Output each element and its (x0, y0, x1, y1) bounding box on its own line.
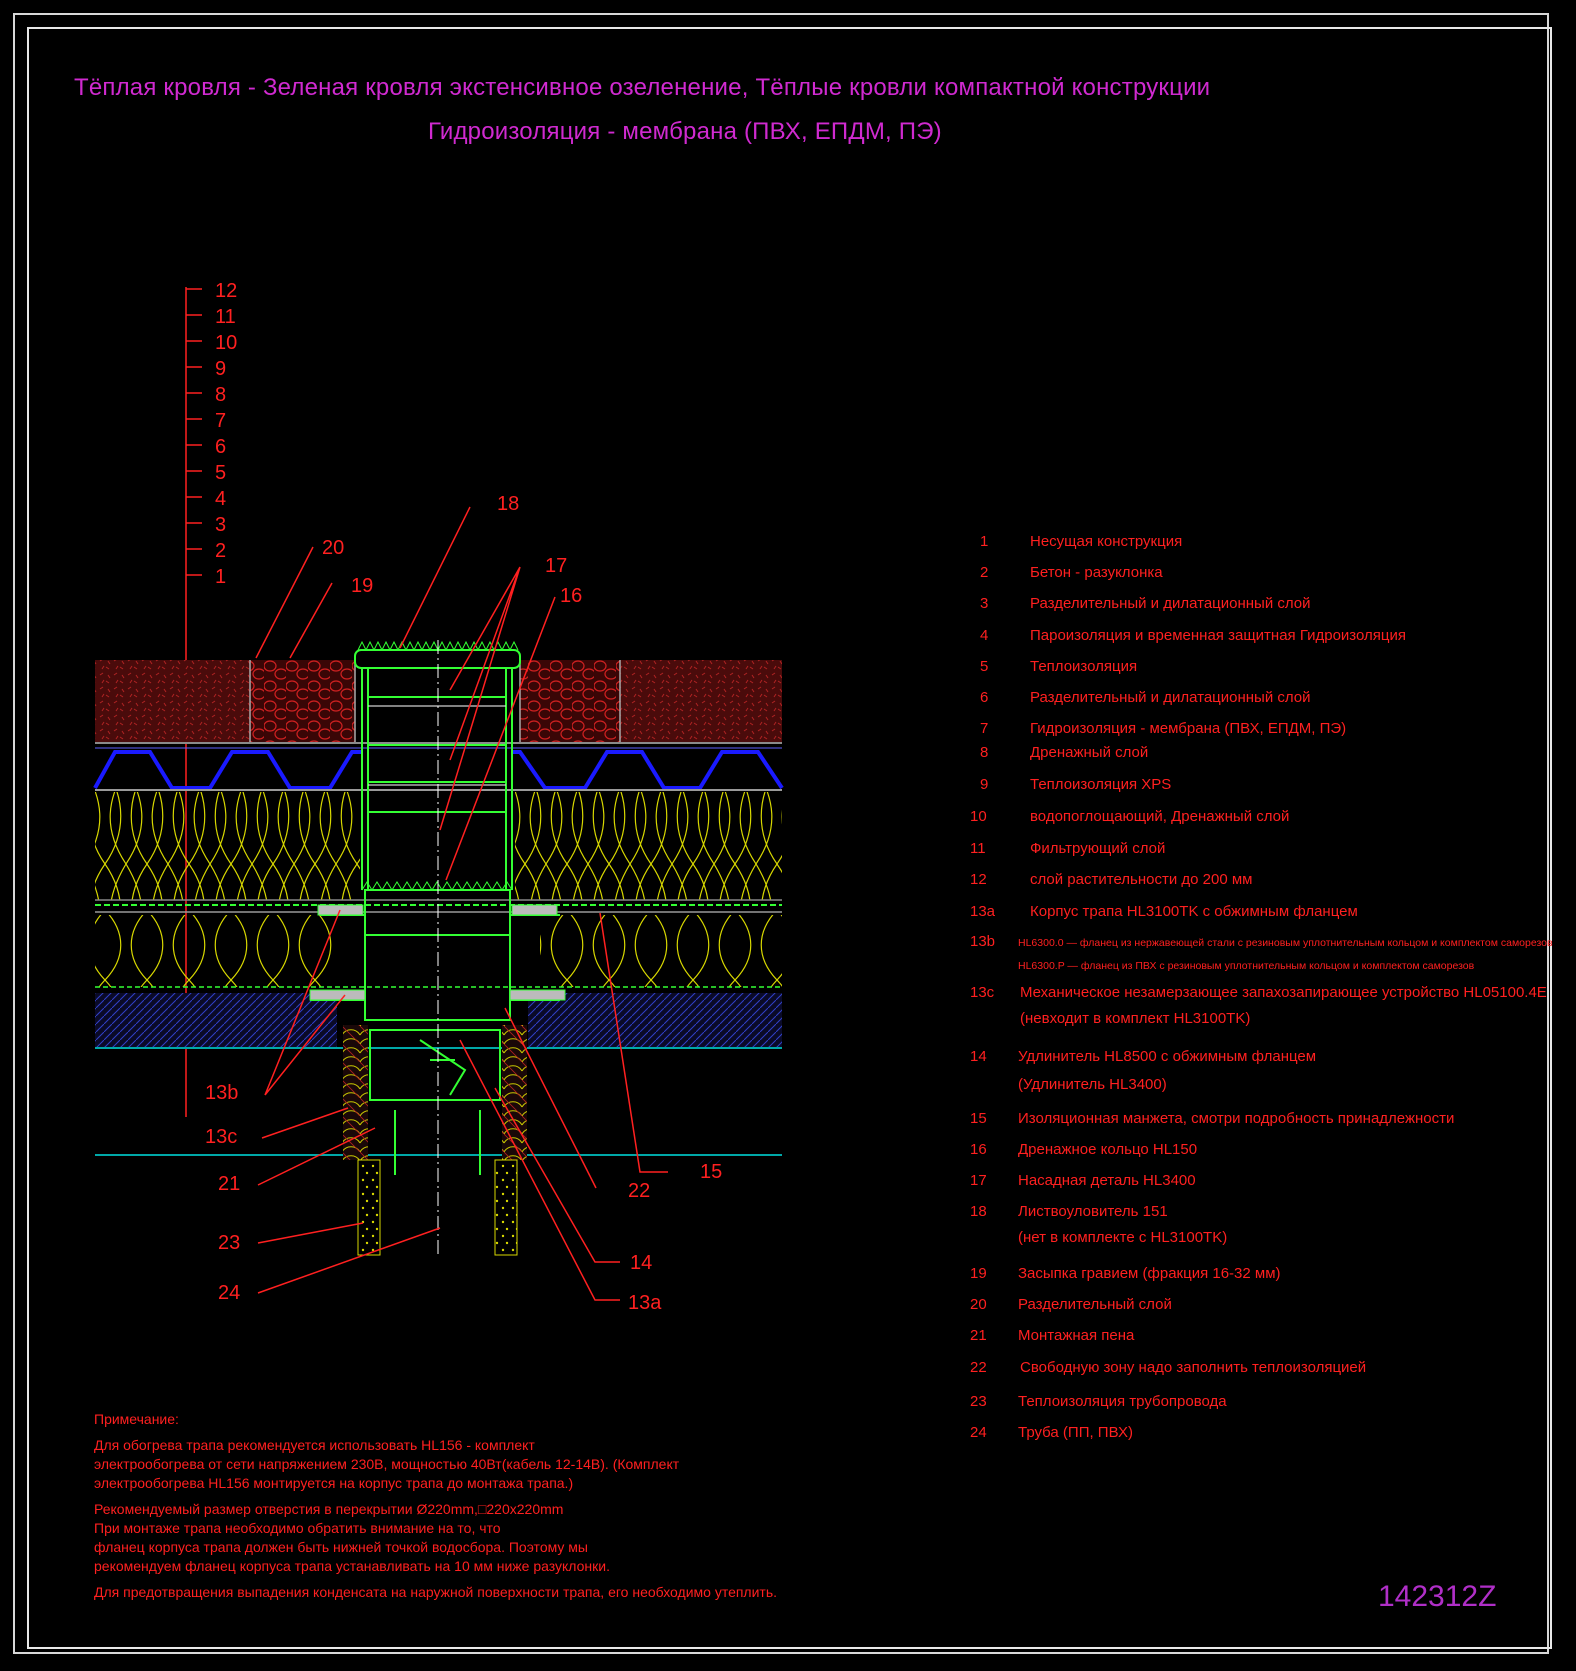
callout-13c: 13c (205, 1126, 238, 1148)
note-line: фланец корпуса трапа должен быть нижней … (94, 1539, 588, 1555)
drawing-title: Тёплая кровля - Зеленая кровля экстенсив… (74, 74, 1211, 101)
callout-leaders (255, 506, 668, 1301)
note-line: Рекомендуемый размер отверстия в перекры… (94, 1501, 564, 1517)
callout-13b: 13b (205, 1082, 239, 1104)
callout-19: 19 (351, 575, 374, 597)
layer-axis-ticks (186, 288, 202, 576)
layer-label-3: 3 (215, 514, 226, 536)
layer-label-8: 8 (215, 384, 226, 406)
pipe-insulation-left (357, 1159, 381, 1256)
callout-22: 22 (628, 1180, 651, 1202)
drawing-code: 142312Z (1378, 1580, 1497, 1613)
vegetation-layer-left (95, 660, 250, 743)
callout-23: 23 (218, 1232, 241, 1254)
pipe-insulation-right (494, 1159, 518, 1256)
concrete-slope-right (528, 993, 782, 1048)
insulation-lower-right (540, 915, 782, 987)
note-line: Для предотвращения выпадения конденсата … (94, 1584, 778, 1600)
callout-24: 24 (218, 1282, 241, 1304)
layer-label-12: 12 (215, 280, 237, 302)
outer-frame (13, 13, 1549, 1654)
drain-flanges (309, 904, 566, 1001)
callout-13a: 13a (628, 1292, 662, 1314)
layer-label-9: 9 (215, 358, 226, 380)
insulation-lower-left (95, 915, 335, 987)
callout-21: 21 (218, 1173, 241, 1195)
drainage-layer (93, 750, 784, 790)
callout-18: 18 (497, 493, 520, 515)
drawing-subtitle: Гидроизоляция - мембрана (ПВХ, ЕПДМ, ПЭ) (428, 118, 942, 145)
note-line: При монтаже трапа необходимо обратить вн… (94, 1520, 501, 1536)
notes-heading: Примечание: (94, 1411, 179, 1427)
callout-17: 17 (545, 555, 568, 577)
layer-label-5: 5 (215, 462, 226, 484)
mounting-foam-left (343, 1025, 368, 1160)
gravel-fill-right (520, 660, 620, 743)
inner-frame (27, 27, 1552, 1649)
concrete-slope-left (95, 993, 337, 1048)
gravel-fill-left (250, 660, 355, 743)
layer-label-6: 6 (215, 436, 226, 458)
vegetation-layer-right (620, 660, 782, 743)
layer-label-10: 10 (215, 332, 237, 354)
notes-block: Примечание: Для обогрева трапа рекоменду… (94, 1410, 777, 1602)
callout-20: 20 (322, 537, 345, 559)
layer-label-2: 2 (215, 540, 226, 562)
callout-16: 16 (560, 585, 583, 607)
note-line: Для обогрева трапа рекомендуется использ… (94, 1437, 535, 1453)
layer-label-11: 11 (215, 306, 236, 328)
layer-label-7: 7 (215, 410, 226, 432)
layer-label-1: 1 (215, 566, 226, 588)
callout-15: 15 (700, 1161, 723, 1183)
insulation-xps-left (95, 792, 360, 900)
callout-14: 14 (630, 1252, 653, 1274)
layer-label-4: 4 (215, 488, 226, 510)
note-line: рекомендуем фланец корпуса трапа устанав… (94, 1558, 610, 1574)
layer-axis-labels: 12 11 10 9 8 7 6 5 4 3 2 1 (215, 280, 237, 588)
note-line: электрообогрева от сети напряжением 230В… (94, 1456, 680, 1472)
note-line: электрообогрева HL156 монтируется на кор… (94, 1475, 574, 1491)
insulation-xps-right (515, 792, 782, 900)
